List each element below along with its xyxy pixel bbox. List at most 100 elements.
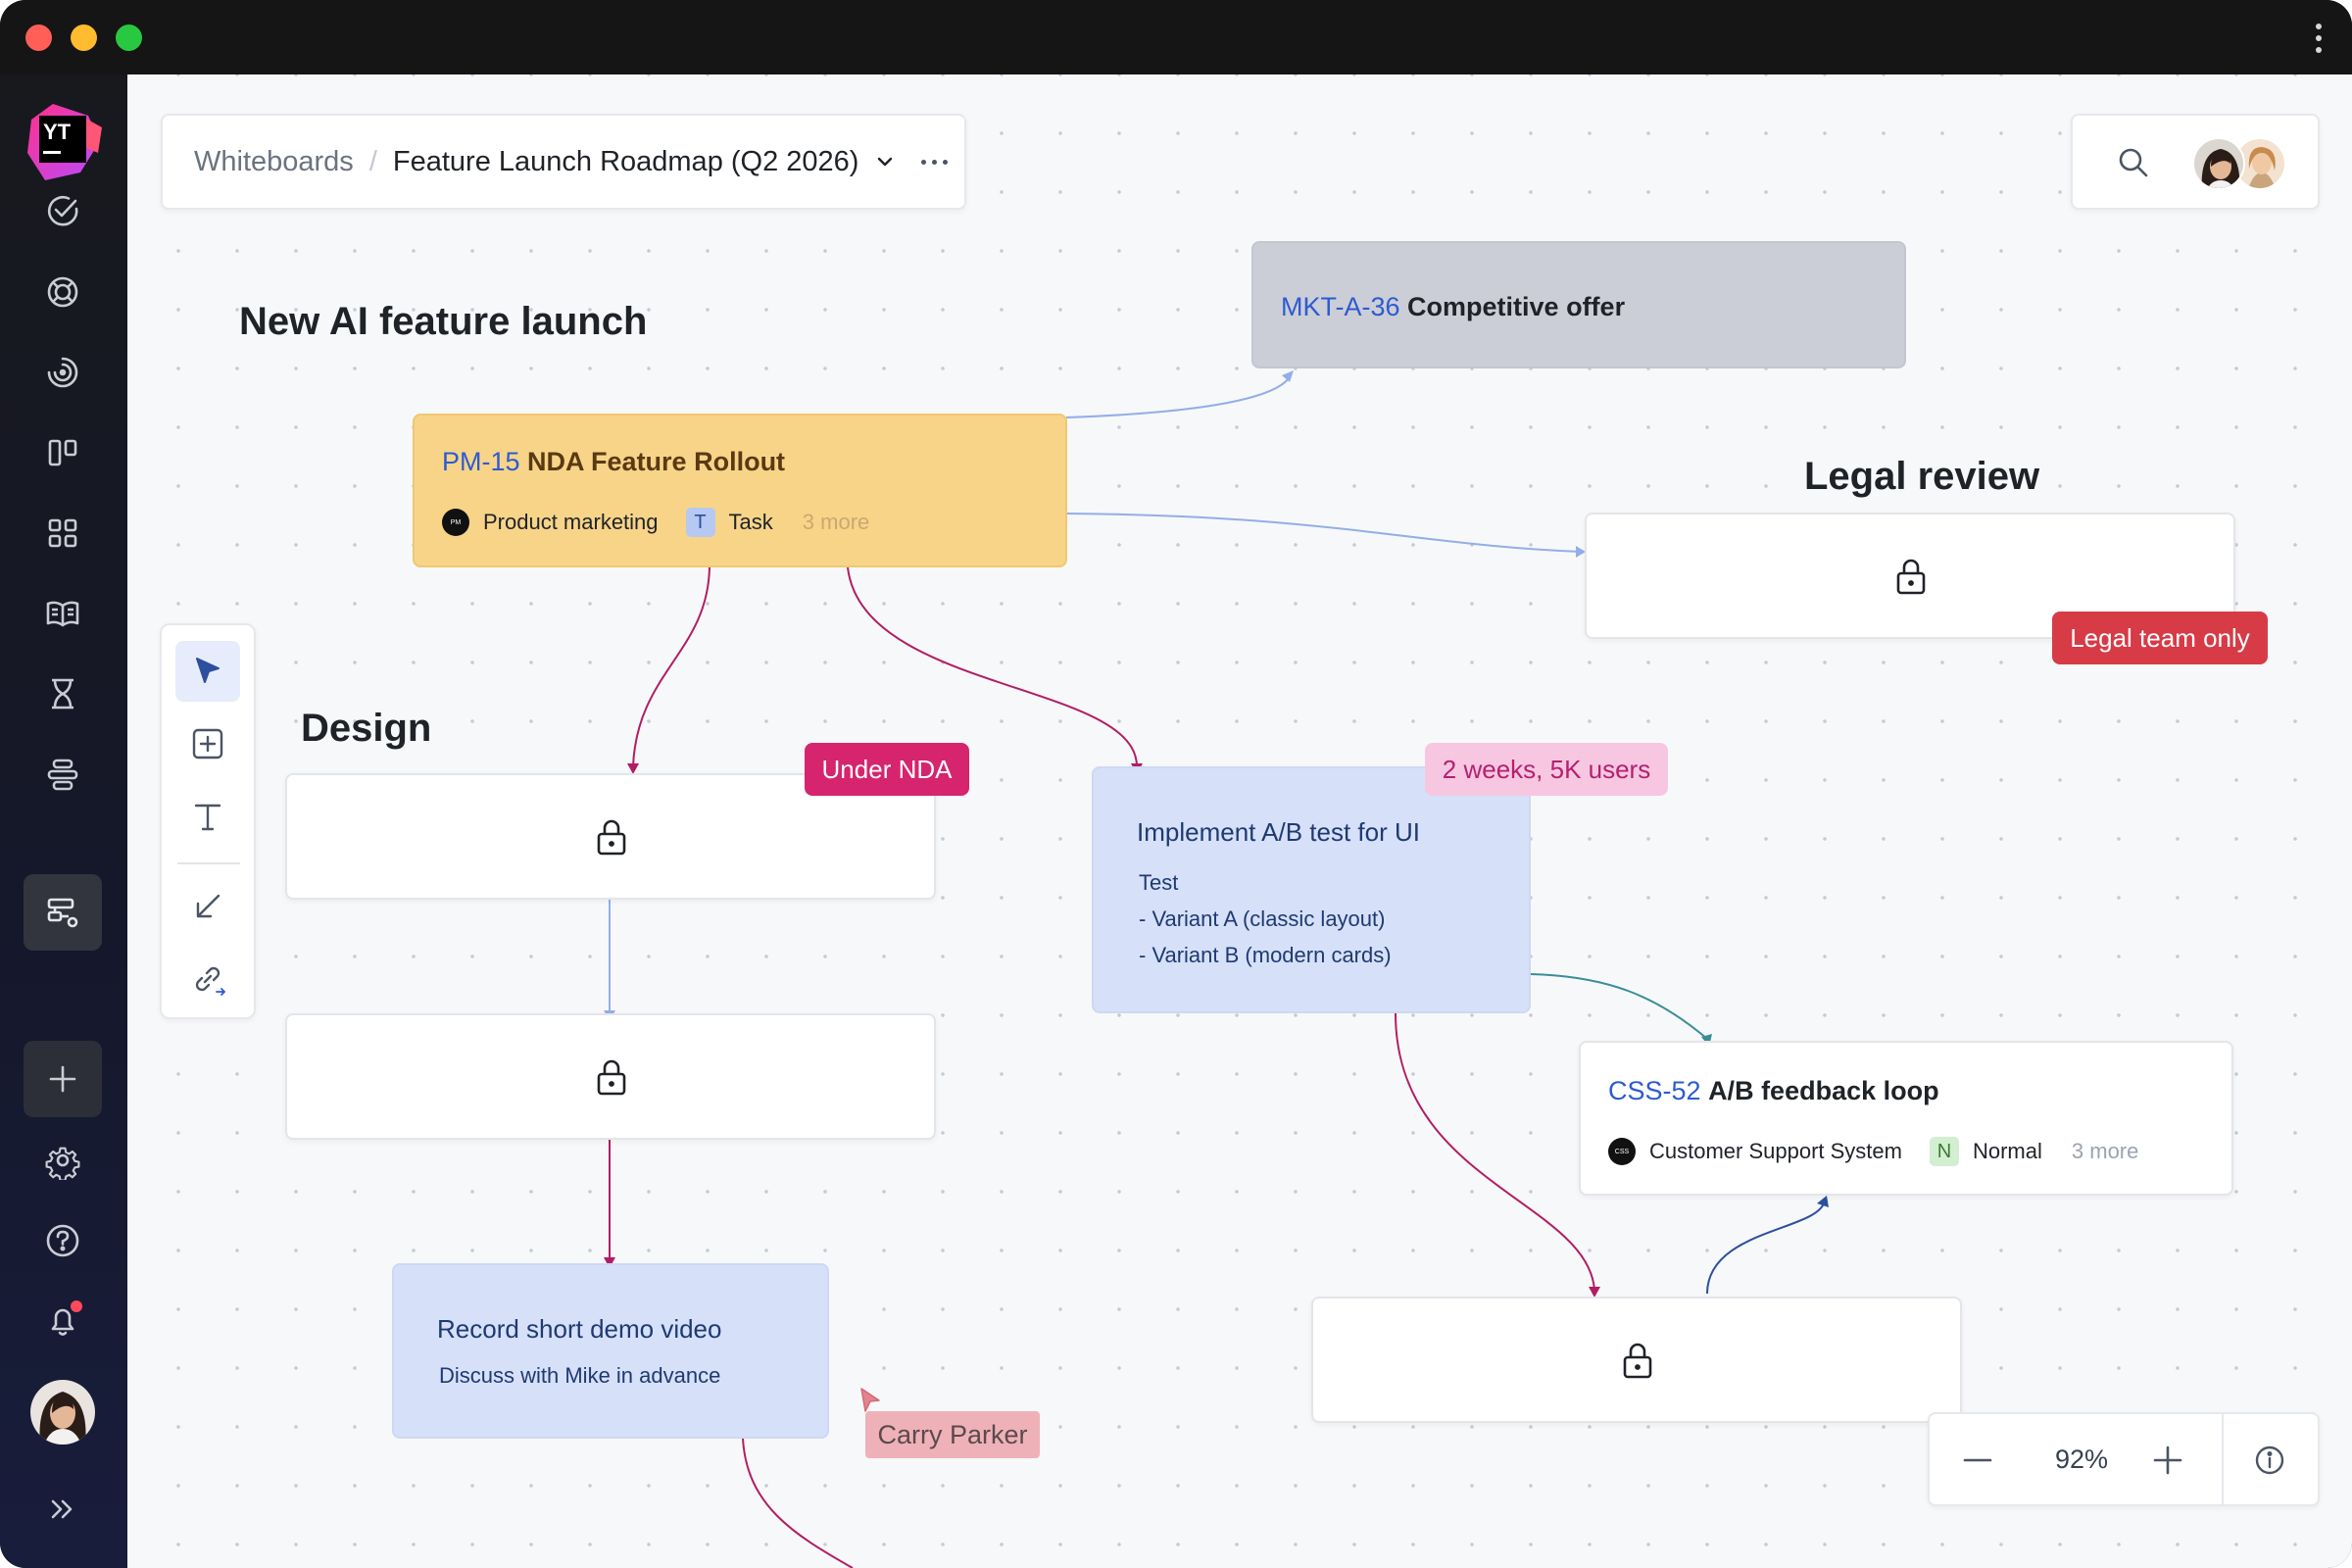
text-tool[interactable]	[175, 786, 240, 847]
note-title: Implement A/B test for UI	[1137, 817, 1420, 847]
sidebar-item-expand[interactable]	[24, 1471, 102, 1547]
issue-summary: Competitive offer	[1407, 292, 1626, 321]
minus-icon	[1963, 1458, 1992, 1462]
tag-under-nda[interactable]: Under NDA	[805, 743, 969, 796]
section-heading-design[interactable]: Design	[301, 707, 432, 750]
issue-card-title: CSS-52 A/B feedback loop	[1608, 1076, 1939, 1106]
sidebar-item-whiteboards[interactable]	[24, 874, 102, 951]
edge-bottom-to-css	[1706, 1202, 1825, 1295]
connector-tool[interactable]	[175, 876, 240, 937]
whiteboard-title[interactable]: Feature Launch Roadmap (Q2 2026)	[392, 145, 859, 177]
sidebar-item-dashboards[interactable]	[24, 334, 102, 411]
lock-icon	[1896, 559, 1926, 595]
edge-pm-to-legal	[1065, 513, 1582, 553]
issue-card-fields: CSS Customer Support System N Normal 3 m…	[1608, 1137, 2138, 1166]
add-card-tool[interactable]	[175, 713, 240, 774]
sidebar-item-agile-boards[interactable]	[24, 415, 102, 491]
double-chevron-right-icon	[51, 1499, 73, 1519]
sidebar-item-issues[interactable]	[24, 172, 102, 249]
knowledge-base-book-icon	[46, 601, 79, 627]
whiteboard-icon	[47, 898, 78, 928]
note-title: Record short demo video	[437, 1314, 722, 1344]
project-name: Customer Support System	[1649, 1139, 1902, 1163]
sidebar-item-notifications[interactable]	[24, 1283, 102, 1359]
issue-card-mkt-a-36[interactable]: MKT-A-36 Competitive offer	[1251, 241, 1906, 368]
note-card-demo-video[interactable]: Record short demo video Discuss with Mik…	[392, 1263, 829, 1439]
issue-card-pm-15[interactable]: PM-15 NDA Feature Rollout PM Product mar…	[413, 414, 1067, 567]
sidebar-item-administration[interactable]	[24, 1122, 102, 1199]
issue-card-title: PM-15 NDA Feature Rollout	[442, 447, 785, 477]
note-card-ab-test[interactable]: Implement A/B test for UI Test - Variant…	[1092, 766, 1531, 1013]
private-card-design-2[interactable]	[285, 1013, 936, 1140]
current-user-avatar[interactable]	[2192, 137, 2245, 190]
chevron-down-icon[interactable]	[874, 151, 896, 172]
whiteboard-canvas[interactable]: Whiteboards / Feature Launch Roadmap (Q2…	[127, 74, 2352, 1568]
check-circle-icon	[47, 195, 78, 226]
note-line: Test	[1139, 870, 1179, 895]
zoom-level[interactable]: 92%	[2054, 1444, 2109, 1474]
zoom-controls: 92%	[1928, 1412, 2320, 1506]
more-fields-link[interactable]: 3 more	[2071, 1139, 2139, 1163]
plus-icon	[49, 1065, 76, 1093]
svg-text:YT: YT	[43, 120, 72, 144]
zoom-out-button[interactable]	[1951, 1434, 2004, 1487]
collaborator-avatar[interactable]	[2233, 137, 2286, 190]
zoom-window-button[interactable]	[116, 24, 142, 51]
sidebar-item-create[interactable]	[24, 1041, 102, 1117]
issue-card-fields: PM Product marketing T Task 3 more	[442, 508, 869, 537]
zoom-in-button[interactable]	[2141, 1434, 2194, 1487]
agile-board-icon	[48, 439, 77, 466]
search-icon[interactable]	[2116, 145, 2151, 180]
more-fields-link[interactable]: 3 more	[802, 510, 870, 534]
sidebar-item-projects[interactable]	[24, 495, 102, 571]
minimize-window-button[interactable]	[71, 24, 97, 51]
sidebar-item-gantt-charts[interactable]	[24, 736, 102, 812]
breadcrumb: Whiteboards / Feature Launch Roadmap (Q2…	[161, 114, 966, 210]
sidebar: YT	[0, 74, 127, 1568]
note-line: - Variant A (classic layout)	[1139, 906, 1386, 931]
issue-type-badge: T	[685, 508, 715, 537]
sidebar-item-time-tracking[interactable]	[24, 656, 102, 732]
dashboard-gauge-icon	[47, 357, 78, 388]
section-heading-main[interactable]: New AI feature launch	[239, 300, 648, 343]
top-right-panel	[2071, 114, 2320, 210]
close-window-button[interactable]	[25, 24, 52, 51]
issue-type: Task	[728, 510, 773, 534]
select-tool[interactable]	[175, 641, 240, 702]
sidebar-item-helpdesk[interactable]	[24, 254, 102, 330]
edge-pm-to-ab	[847, 566, 1138, 767]
link-tool[interactable]	[175, 949, 240, 1009]
tag-legal-only[interactable]: Legal team only	[2052, 612, 2268, 664]
avatar[interactable]	[30, 1380, 95, 1445]
issue-id-link[interactable]: PM-15	[442, 447, 520, 476]
issue-card-css-52[interactable]: CSS-52 A/B feedback loop CSS Customer Su…	[1579, 1041, 2233, 1196]
section-heading-legal[interactable]: Legal review	[1804, 455, 2040, 498]
edge-pm-to-mkt	[1065, 374, 1292, 418]
text-tool-icon	[194, 804, 221, 831]
issue-id-link[interactable]: MKT-A-36	[1281, 292, 1400, 321]
notification-badge	[71, 1300, 82, 1312]
issue-id-link[interactable]: CSS-52	[1608, 1076, 1701, 1105]
edge-demo-out	[742, 1438, 854, 1568]
tag-duration[interactable]: 2 weeks, 5K users	[1425, 743, 1668, 796]
arrowhead-mkt	[1282, 370, 1294, 382]
edge-pm-to-design	[632, 566, 710, 767]
zoom-divider	[2222, 1414, 2224, 1504]
issue-summary: NDA Feature Rollout	[527, 447, 786, 476]
title-bar	[0, 0, 2352, 74]
private-card-bottom[interactable]	[1311, 1297, 1962, 1423]
gear-icon	[45, 1147, 80, 1180]
breadcrumb-root-link[interactable]: Whiteboards	[194, 145, 354, 177]
sidebar-item-knowledge-base[interactable]	[24, 575, 102, 652]
lock-icon	[597, 1059, 626, 1096]
add-card-icon	[192, 728, 223, 760]
priority-value: Normal	[1972, 1139, 2042, 1163]
more-options-icon[interactable]	[921, 159, 949, 165]
sidebar-item-help[interactable]	[24, 1202, 102, 1279]
vertical-dots-icon[interactable]	[2313, 24, 2325, 53]
info-button[interactable]	[2243, 1434, 2296, 1487]
youtrack-logo[interactable]: YT	[24, 102, 104, 182]
toolbar-divider	[177, 862, 240, 864]
select-arrow-icon	[196, 658, 220, 683]
bell-icon	[51, 1308, 74, 1336]
